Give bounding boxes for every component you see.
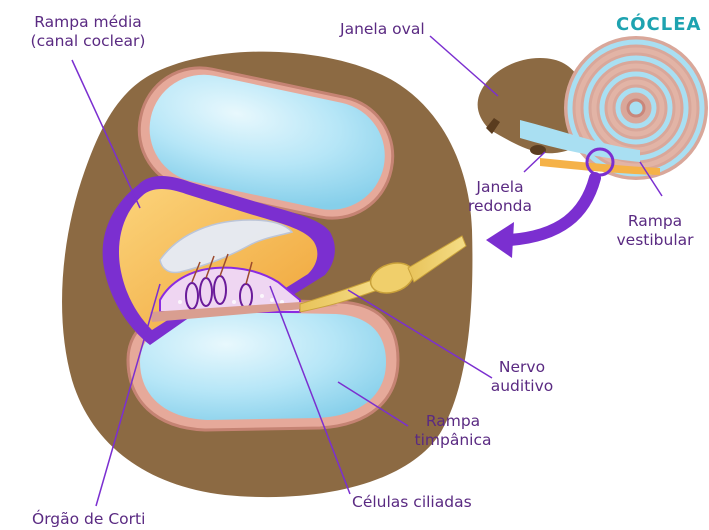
label-janela-redonda: Janela redonda bbox=[460, 178, 540, 216]
label-orgao-de-corti: Órgão de Corti bbox=[32, 510, 145, 529]
label-rampa-vestibular-line1: Rampa bbox=[605, 212, 705, 231]
label-rampa-media-line2: (canal coclear) bbox=[28, 32, 148, 51]
label-nervo-auditivo-line2: auditivo bbox=[472, 377, 572, 396]
label-rampa-timpanica-line1: Rampa bbox=[398, 412, 508, 431]
label-janela-redonda-line1: Janela bbox=[460, 178, 540, 197]
cochlea-inset bbox=[478, 36, 708, 180]
label-rampa-timpanica: Rampa timpânica bbox=[398, 412, 508, 450]
label-rampa-timpanica-line2: timpânica bbox=[398, 431, 508, 450]
label-rampa-vestibular: Rampa vestibular bbox=[605, 212, 705, 250]
label-nervo-auditivo-line1: Nervo bbox=[472, 358, 572, 377]
label-rampa-media: Rampa média (canal coclear) bbox=[28, 13, 148, 51]
label-janela-redonda-line2: redonda bbox=[460, 197, 540, 216]
label-janela-oval: Janela oval bbox=[340, 20, 425, 39]
diagram-title: CÓCLEA bbox=[616, 14, 701, 35]
label-celulas-ciliadas: Células ciliadas bbox=[352, 493, 472, 512]
label-rampa-vestibular-line2: vestibular bbox=[605, 231, 705, 250]
label-nervo-auditivo: Nervo auditivo bbox=[472, 358, 572, 396]
label-rampa-media-line1: Rampa média bbox=[28, 13, 148, 32]
